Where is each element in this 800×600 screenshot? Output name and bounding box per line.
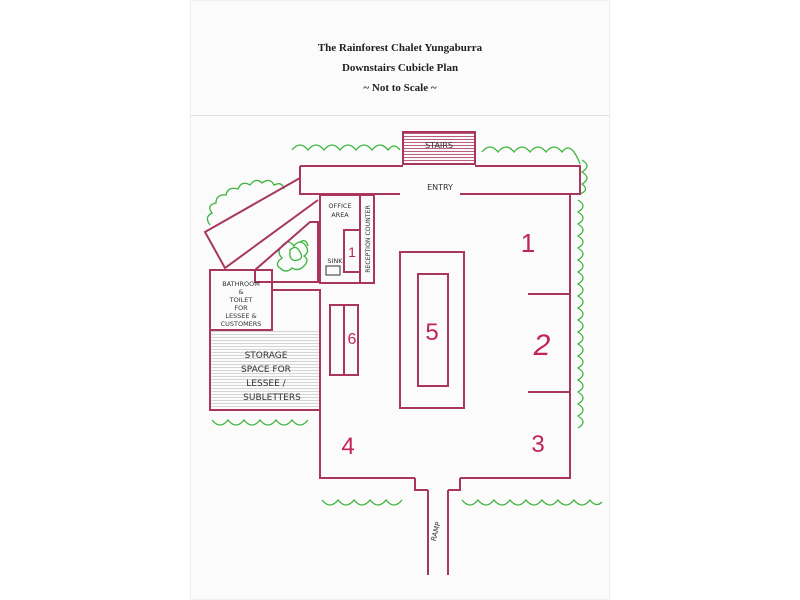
ramp-gap-left <box>414 478 428 491</box>
entry-label: ENTRY <box>427 183 453 192</box>
shrub-top-left <box>291 144 401 152</box>
planter-diag <box>254 221 319 283</box>
cubicle-6-number: 6 <box>348 331 357 348</box>
small-cubicle-1 <box>343 229 361 273</box>
cubicle-5-number: 5 <box>425 319 438 346</box>
walls-group <box>203 131 581 575</box>
office-label-1: OFFICE <box>328 202 351 210</box>
cubicle-1-number: 1 <box>521 228 535 258</box>
stairs-label: STAIRS <box>425 141 453 150</box>
reception-label: RECEPTION COUNTER <box>365 205 372 273</box>
stairs-block <box>402 131 476 165</box>
cubicle-4-number: 4 <box>341 433 354 460</box>
storage-label-3: LESSEE / <box>246 379 286 389</box>
ramp-gap-right <box>448 478 461 491</box>
bathroom-label-6: CUSTOMERS <box>221 320 262 328</box>
shrub-bottom-mid-right <box>461 498 603 506</box>
cubicle-2-number: 2 <box>533 329 551 362</box>
scale-note: ~ Not to Scale ~ <box>363 82 437 94</box>
shrub-bottom-left <box>211 418 309 426</box>
storage-label-4: SUBLETTERS <box>243 393 301 403</box>
ramp-label: RAMP <box>430 521 443 542</box>
cubicle-5-outer <box>399 251 465 409</box>
shrub-planter <box>276 241 309 272</box>
plan-subtitle: Downstairs Cubicle Plan <box>341 62 459 74</box>
sink-label: SINK <box>327 257 343 265</box>
sink-basin <box>325 265 341 276</box>
shrub-left-diagonal <box>206 179 285 226</box>
shrub-top-right <box>481 146 581 165</box>
left-wing <box>203 177 319 270</box>
shrub-bottom-mid-left <box>321 498 403 506</box>
ramp <box>427 490 449 575</box>
foliage-group <box>206 144 603 506</box>
plan-title: The Rainforest Chalet Yungaburra <box>317 42 483 54</box>
bathroom-label-5: LESSEE & <box>225 312 256 320</box>
storage-box <box>210 330 320 410</box>
small-cubicle-number: 1 <box>348 244 356 260</box>
storage-wall <box>209 289 321 411</box>
bathroom-label-4: FOR <box>234 304 248 312</box>
storage-label-2: SPACE FOR <box>241 365 291 375</box>
cubicle-3-number: 3 <box>531 431 544 458</box>
office-label-2: AREA <box>331 211 349 219</box>
bathroom-label-1: BATHROOM <box>222 280 260 288</box>
shrub-planter-inner <box>289 240 309 262</box>
header-divider <box>190 115 610 116</box>
bathroom-label-2: & <box>238 288 243 296</box>
main-hall-wall <box>319 194 571 479</box>
storage-label-1: STORAGE <box>245 351 288 361</box>
cubicle-5-inner <box>417 273 449 387</box>
bathroom-label-3: TOILET <box>229 296 253 304</box>
shrub-right-column <box>576 199 584 429</box>
shrub-right-top-column <box>579 159 588 195</box>
